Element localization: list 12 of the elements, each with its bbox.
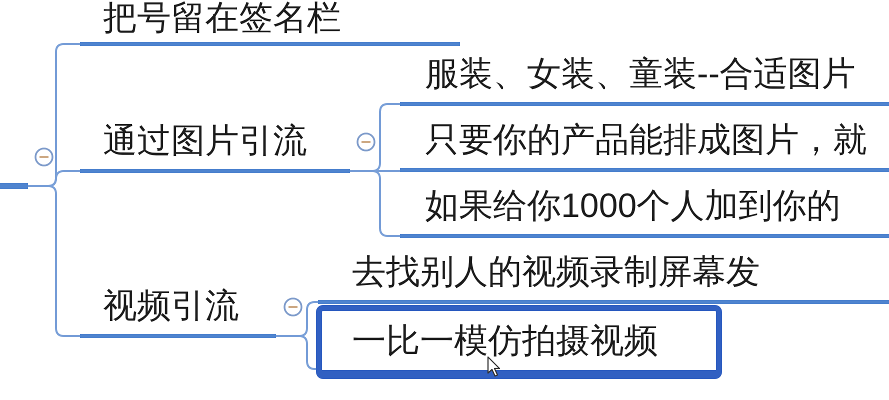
subtopic: 如果给你1000个人加到你的 — [400, 188, 889, 238]
subtopic: 服装、女装、童装--合适图片 — [400, 56, 889, 106]
connector-line — [28, 185, 80, 337]
branch-topic: 通过图片引流 — [80, 123, 350, 173]
connector-line — [276, 335, 316, 370]
subtopic: 去找别人的视频录制屏幕发 — [318, 254, 889, 304]
subtopic: 只要你的产品能排成图片，就 — [400, 122, 889, 172]
branch-topic: 把号留在签名栏 — [80, 0, 460, 46]
root-bar — [0, 183, 28, 189]
connector-line — [350, 170, 400, 237]
selected-subtopic-box: 一比一模仿拍摄视频 — [316, 305, 722, 379]
branch-topic: 视频引流 — [80, 288, 276, 338]
